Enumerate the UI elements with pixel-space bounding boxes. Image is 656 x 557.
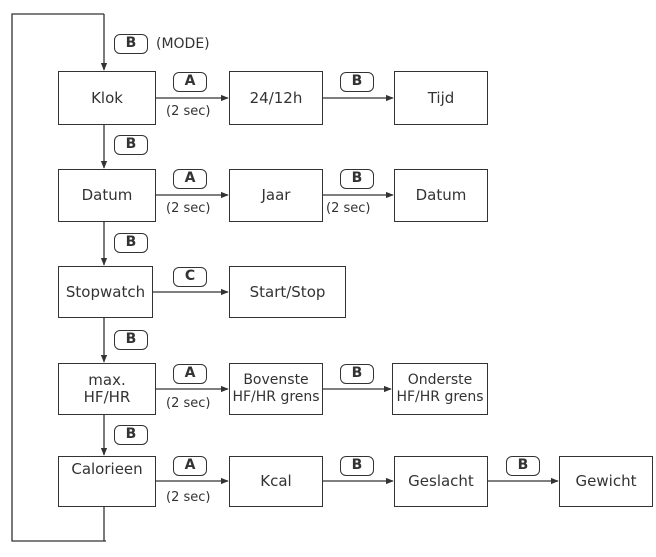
box-max-hf: max. HF/HR [58,363,156,415]
button-b-badge: B [114,425,148,445]
hold-note: (2 sec) [166,396,211,411]
box-klok-format: 24/12h [229,71,323,125]
hold-note: (2 sec) [166,201,211,216]
hold-note: (2 sec) [166,490,211,505]
box-datum-result: Datum [394,169,488,222]
box-stopwatch: Stopwatch [58,266,153,318]
box-datum: Datum [58,169,156,222]
button-b-badge: B [340,72,374,92]
hold-note: (2 sec) [166,104,211,119]
box-jaar: Jaar [229,169,323,222]
button-b-badge: B [340,364,374,384]
button-b-badge: B [114,34,148,54]
box-calorieen: Calorieen [58,456,156,507]
box-tijd: Tijd [394,71,488,125]
button-a-badge: A [173,169,207,189]
button-a-badge: A [173,456,207,476]
return-loop-line [11,13,106,542]
hold-note: (2 sec) [326,201,371,216]
box-gewicht: Gewicht [559,456,653,507]
button-b-badge: B [114,233,148,253]
box-geslacht: Geslacht [394,456,488,507]
box-klok: Klok [58,71,156,125]
button-a-badge: A [173,72,207,92]
button-b-badge: B [340,456,374,476]
mode-label: (MODE) [156,36,210,52]
box-kcal: Kcal [229,456,323,507]
button-b-badge: B [114,135,148,155]
button-b-badge: B [506,456,540,476]
box-start-stop: Start/Stop [229,266,346,318]
button-a-badge: A [173,364,207,384]
box-bovenste: Bovenste HF/HR grens [229,363,323,415]
button-b-badge: B [114,330,148,350]
button-b-badge: B [340,169,374,189]
box-onderste: Onderste HF/HR grens [392,363,488,415]
button-c-badge: C [173,267,207,287]
